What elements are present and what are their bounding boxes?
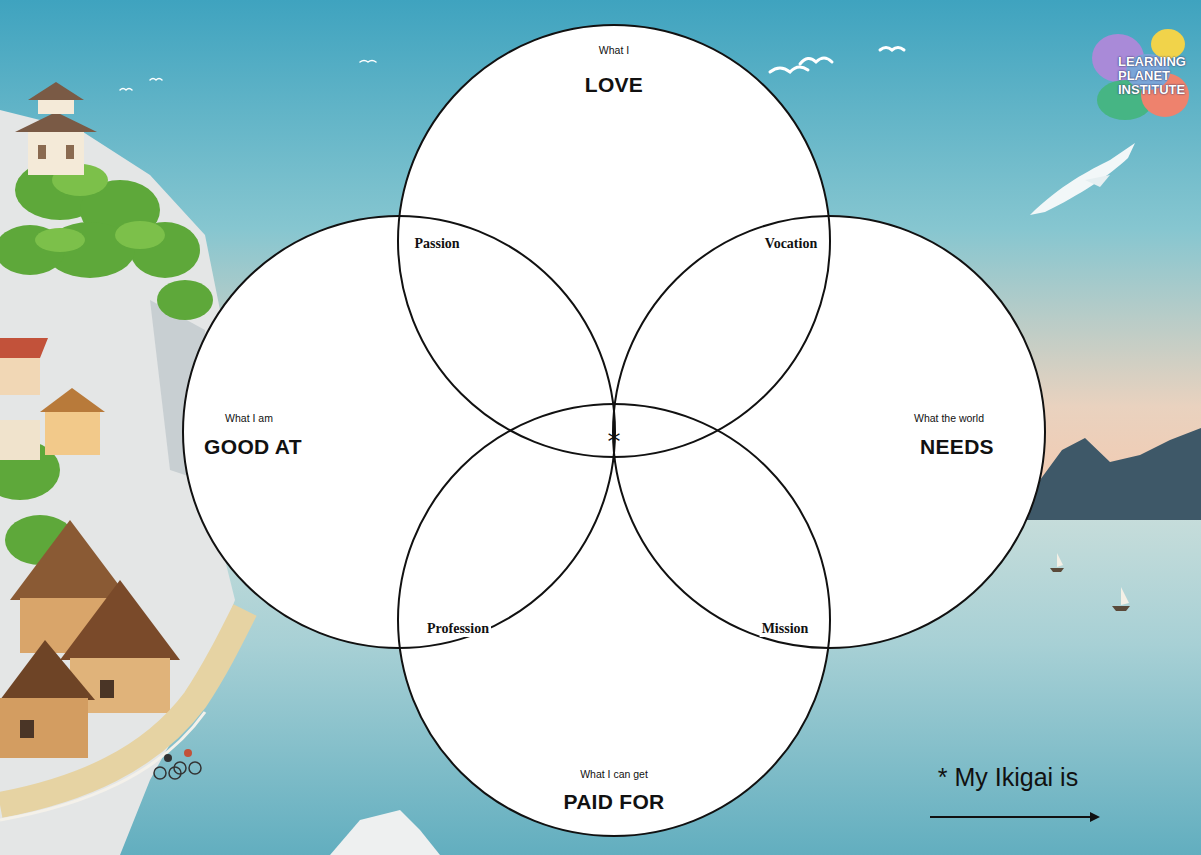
text-anchor: What I am: [225, 412, 273, 424]
trees-light: [35, 164, 165, 252]
circle-caption: What I: [599, 44, 629, 56]
circle-outline: [398, 25, 830, 457]
text-anchor: * My Ikigai is: [938, 763, 1078, 792]
circle-outline: [183, 216, 615, 648]
venn-circle: What the worldNEEDS: [613, 216, 1045, 648]
circle-outline: [398, 404, 830, 836]
road: [0, 610, 245, 805]
circle-caption: What the world: [914, 412, 984, 424]
venn-fill: [183, 25, 1045, 836]
circle-heading: PAID FOR: [563, 790, 664, 814]
circle-heading: GOOD AT: [204, 435, 302, 459]
text-anchor: What the world: [914, 412, 984, 424]
rock: [330, 810, 440, 855]
ikigai-star: *: [608, 427, 621, 457]
region-label: Profession: [425, 621, 491, 637]
ikigai-arrow: [930, 812, 1100, 822]
text-anchor: Vocation: [763, 236, 819, 252]
circle-outline: [183, 216, 615, 648]
text-anchor: LEARNING PLANET INSTITUTE: [1118, 55, 1192, 97]
circle-caption: What I am: [225, 412, 273, 424]
region-label: Vocation: [763, 236, 819, 252]
text-anchor: What I: [599, 44, 629, 56]
bird: [1030, 143, 1135, 215]
text-anchor: PAID FOR: [563, 790, 664, 814]
boat: [1112, 587, 1130, 611]
text-anchor: LOVE: [585, 73, 643, 97]
text-anchor: NEEDS: [920, 435, 994, 459]
circle-heading: LOVE: [585, 73, 643, 97]
venn-circle: What I can getPAID FOR: [398, 404, 830, 836]
cyclists: [154, 749, 201, 779]
text-anchor: Profession: [425, 621, 491, 637]
circle-outline: [613, 216, 1045, 648]
circle-heading: NEEDS: [920, 435, 994, 459]
houses: [0, 338, 180, 758]
circle-outline: [613, 216, 1045, 648]
logo-text: LEARNING PLANET INSTITUTE: [1118, 55, 1192, 97]
boat: [1050, 553, 1064, 572]
region-label: Mission: [760, 621, 811, 637]
text-anchor: What I can get: [580, 768, 648, 780]
road-rail: [0, 712, 205, 820]
region-label: Passion: [412, 236, 461, 252]
bird-wing: [1085, 175, 1110, 187]
text-anchor: Mission: [760, 621, 811, 637]
venn-circle: What I am GOOD AT: [183, 216, 615, 648]
text-anchor: Passion: [412, 236, 461, 252]
temple: [15, 82, 97, 175]
ikigai-caption: * My Ikigai is: [938, 763, 1078, 792]
text-anchor: *: [608, 427, 621, 457]
text-anchor: GOOD AT: [204, 435, 302, 459]
trees: [0, 160, 213, 565]
circle-caption: What I can get: [580, 768, 648, 780]
